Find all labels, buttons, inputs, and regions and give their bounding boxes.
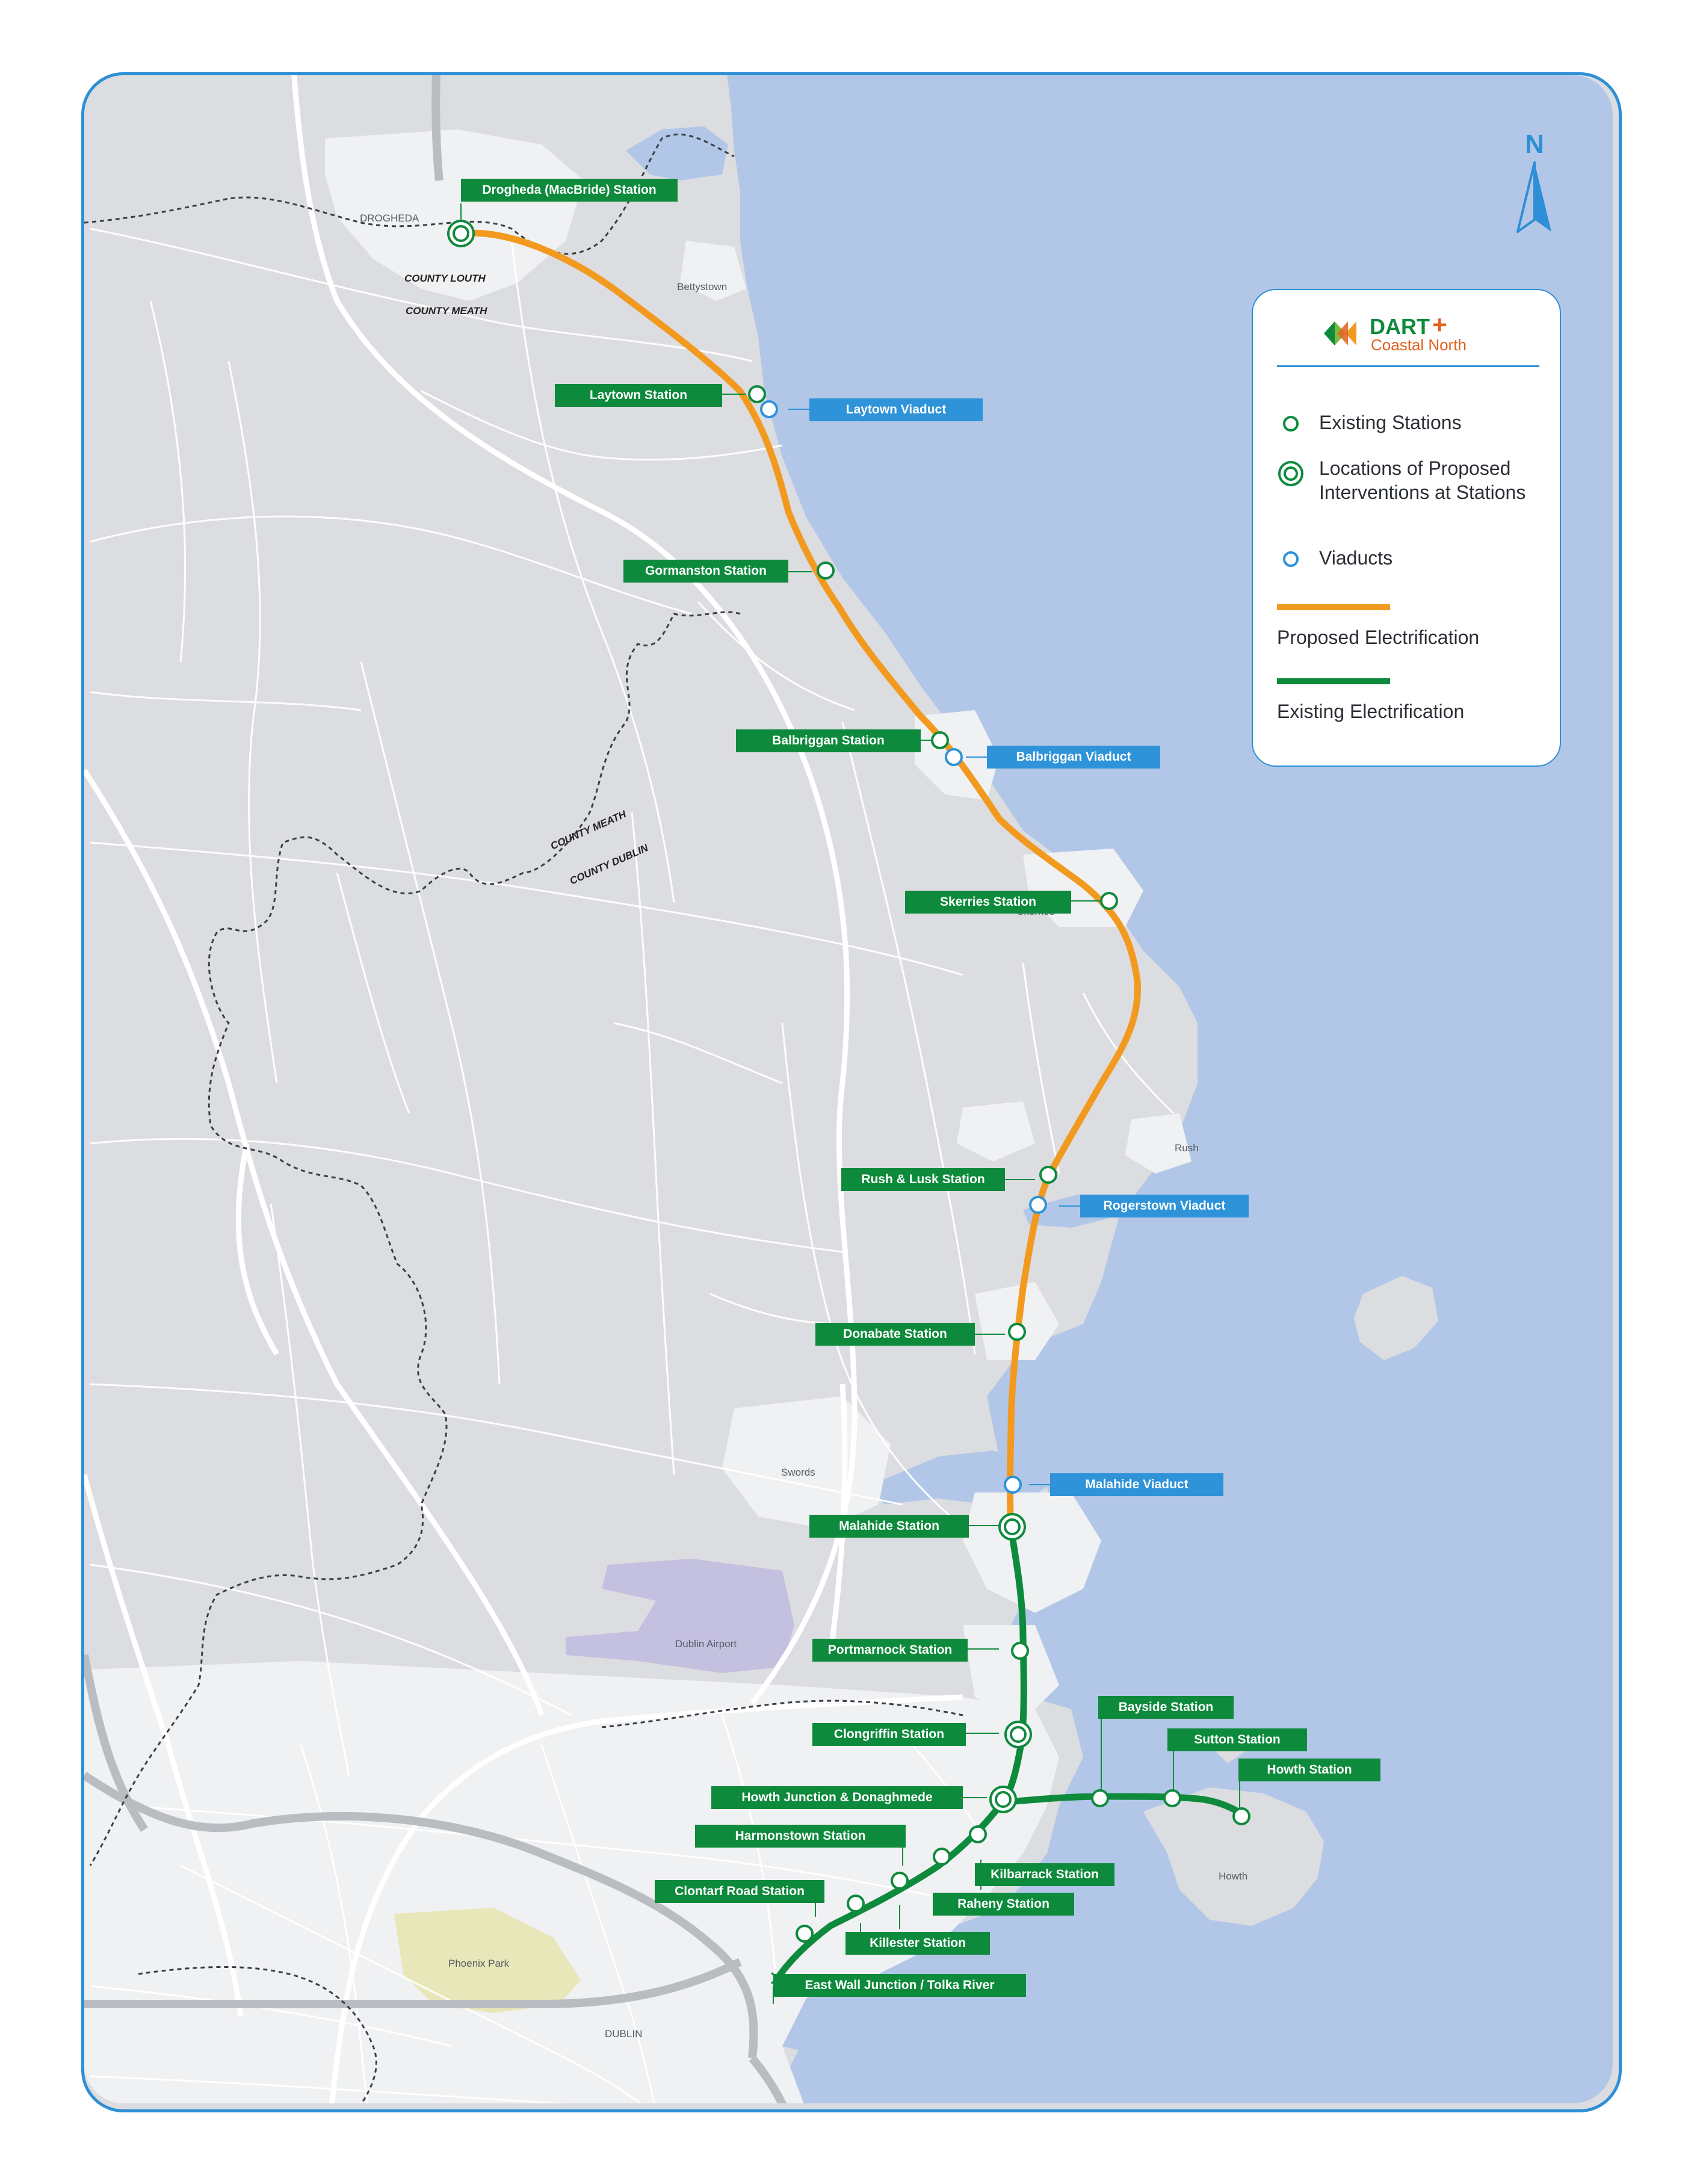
dart-logo: DART + Coastal North [1324,311,1504,356]
station-marker-killester[interactable] [847,1895,865,1913]
label-clongriffin-station[interactable]: Clongriffin Station [812,1723,966,1746]
intervention-marker-howth-junction[interactable] [989,1786,1017,1813]
label-clontarf-road-station[interactable]: Clontarf Road Station [655,1880,824,1903]
dart-logo-subtitle: Coastal North [1371,336,1467,354]
existing-line-icon [1277,678,1390,684]
place-drogheda: DROGHEDA [360,212,419,224]
county-meath-label-north: COUNTY MEATH [406,305,487,317]
station-marker-sutton[interactable] [1163,1789,1181,1807]
viaduct-markers[interactable] [760,400,1047,1494]
label-sutton-station[interactable]: Sutton Station [1167,1728,1307,1751]
label-donabate-station[interactable]: Donabate Station [815,1323,975,1346]
place-dublin: DUBLIN [605,2028,642,2040]
label-killester-station[interactable]: Killester Station [845,1932,990,1955]
place-phoenix-park: Phoenix Park [448,1958,510,1969]
major-roads [84,75,963,2103]
existing-station-icon [1283,416,1299,432]
legend-proposed-interventions: Locations of Proposed Interventions at S… [1319,457,1526,503]
station-marker-portmarnock[interactable] [1011,1642,1029,1660]
label-drogheda-station[interactable]: Drogheda (MacBride) Station [461,179,678,202]
station-marker-laytown[interactable] [748,385,766,403]
county-boundaries [84,133,963,2103]
label-raheny-station[interactable]: Raheny Station [933,1893,1074,1916]
intervention-marker-drogheda[interactable] [447,220,475,247]
north-arrow-icon: N [1504,129,1565,238]
station-marker-bayside[interactable] [1091,1789,1109,1807]
label-kilbarrack-station[interactable]: Kilbarrack Station [975,1863,1114,1886]
label-howth-station[interactable]: Howth Station [1238,1759,1380,1781]
label-malahide-viaduct[interactable]: Malahide Viaduct [1050,1473,1223,1496]
label-rush-lusk-station[interactable]: Rush & Lusk Station [841,1168,1005,1191]
label-harmonstown-station[interactable]: Harmonstown Station [695,1825,906,1848]
legend-viaducts: Viaducts [1319,547,1393,569]
lambay-island [1354,1276,1438,1360]
viaduct-leader-lines [788,409,1080,1485]
station-marker-rush-lusk[interactable] [1039,1166,1057,1184]
proposed-electrification-line [457,229,1141,1532]
dart-logo-plus: + [1432,311,1447,339]
label-balbriggan-viaduct[interactable]: Balbriggan Viaduct [987,746,1160,769]
malahide-estuary [867,1450,1047,1505]
dublin-airport-area [566,1559,794,1673]
viaduct-marker-laytown[interactable] [760,400,778,418]
map-legend: DART + Coastal North Existing Stations L… [1252,289,1561,767]
station-marker-howth[interactable] [1232,1807,1250,1825]
dart-logo-title: DART [1370,314,1430,339]
label-laytown-station[interactable]: Laytown Station [555,384,722,407]
label-rogerstown-viaduct[interactable]: Rogerstown Viaduct [1080,1195,1249,1217]
label-bayside-station[interactable]: Bayside Station [1098,1696,1234,1719]
place-swords: Swords [781,1467,815,1478]
viaduct-icon [1283,551,1299,567]
place-rush: Rush [1175,1142,1199,1154]
viaduct-marker-balbriggan[interactable] [945,748,963,766]
place-dublin-airport: Dublin Airport [675,1638,737,1650]
label-east-wall-junction[interactable]: East Wall Junction / Tolka River [773,1974,1026,1997]
place-howth: Howth [1219,1870,1247,1882]
howth-branch-line [998,1793,1246,1818]
intervention-markers[interactable] [447,220,1032,1813]
station-marker-gormanston[interactable] [817,561,835,580]
legend-existing-electrification: Existing Electrification [1277,701,1465,722]
label-laytown-viaduct[interactable]: Laytown Viaduct [809,398,983,421]
station-marker-kilbarrack[interactable] [933,1848,951,1866]
label-malahide-station[interactable]: Malahide Station [809,1515,969,1538]
label-balbriggan-station[interactable]: Balbriggan Station [736,729,921,752]
station-marker-raheny[interactable] [891,1872,909,1890]
legend-divider [1277,365,1539,367]
dart-logo-mark-icon [1324,321,1356,345]
station-marker-skerries[interactable] [1100,892,1118,910]
viaduct-marker-rogerstown[interactable] [1029,1196,1047,1214]
county-louth-label: COUNTY LOUTH [404,273,486,284]
howth-peninsula [1143,1787,1324,1926]
intervention-station-icon [1278,461,1303,486]
boyne-estuary [626,126,728,181]
intervention-marker-clongriffin[interactable] [1004,1721,1032,1748]
label-skerries-station[interactable]: Skerries Station [905,891,1071,914]
motorways [84,75,811,2103]
station-marker-balbriggan[interactable] [931,731,949,749]
station-markers[interactable] [748,385,1250,1943]
station-marker-harmonstown[interactable] [969,1825,987,1843]
legend-existing-stations: Existing Stations [1319,412,1462,433]
proposed-line-icon [1277,604,1390,610]
station-marker-donabate[interactable] [1008,1323,1026,1341]
place-bettystown: Bettystown [677,281,727,292]
label-gormanston-station[interactable]: Gormanston Station [623,560,788,583]
north-label: N [1525,129,1544,159]
label-portmarnock-station[interactable]: Portmarnock Station [812,1639,968,1662]
legend-proposed-electrification: Proposed Electrification [1277,626,1480,648]
label-howth-junction-station[interactable]: Howth Junction & Donaghmede [711,1786,963,1809]
viaduct-marker-malahide[interactable] [1004,1476,1022,1494]
minor-roads [90,227,1175,2103]
station-marker-clontarf[interactable] [796,1925,814,1943]
intervention-marker-malahide[interactable] [998,1513,1026,1541]
phoenix-park-area [394,1908,581,2013]
